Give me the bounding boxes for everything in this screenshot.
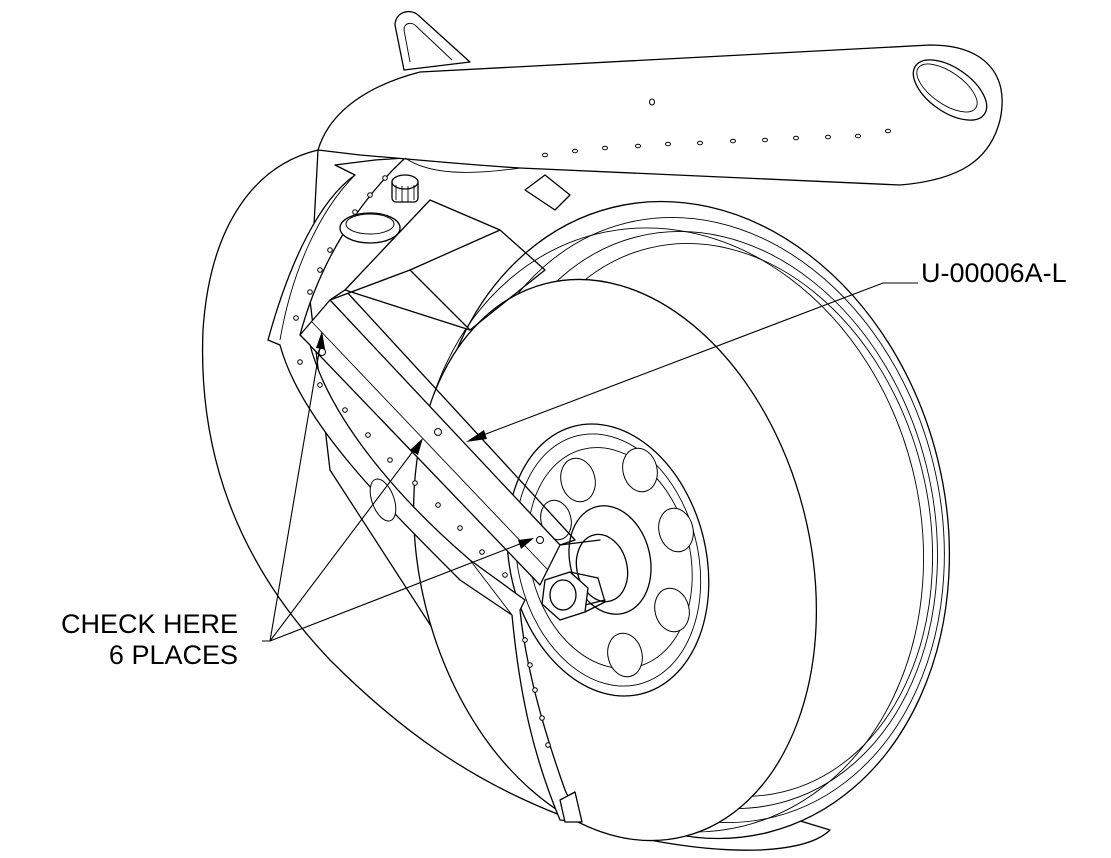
brake-fitting — [339, 174, 419, 244]
leg-fairing — [317, 11, 1003, 186]
check-here-line2: 6 PLACES — [108, 640, 238, 670]
rivet-holes — [293, 175, 551, 748]
callout-leader-part — [466, 282, 918, 442]
leg-bracket — [524, 174, 571, 211]
check-here-label: CHECK HERE 6 PLACES — [8, 609, 238, 671]
check-here-line1: CHECK HERE — [60, 609, 238, 639]
intersection-fairing — [267, 157, 583, 823]
callout-leaders-check — [262, 331, 534, 642]
axle-nut — [541, 571, 606, 621]
part-number-label: U-00006A-L — [921, 258, 1067, 288]
wheel-hub — [506, 423, 710, 697]
wheel-fairing — [201, 149, 831, 851]
gear-leg — [299, 199, 576, 586]
access-hole — [369, 478, 397, 522]
fairing-rivets — [542, 98, 891, 158]
